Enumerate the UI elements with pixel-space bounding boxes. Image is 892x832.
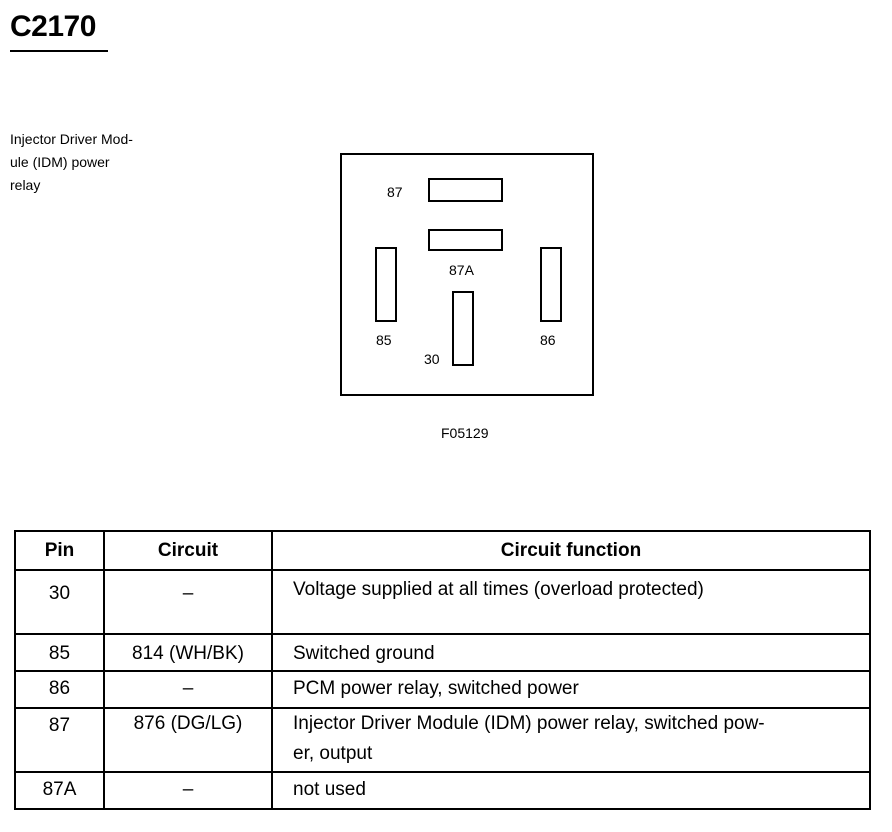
- connector-title: C2170: [10, 10, 96, 43]
- header-circuit-function: Circuit function: [271, 530, 871, 571]
- table-row: 87 876 (DG/LG) Injector Driver Module (I…: [14, 707, 871, 773]
- function-cell: Voltage supplied at all times (overload …: [271, 569, 871, 635]
- table-header-row: Pin Circuit Circuit function: [14, 530, 871, 571]
- table-row: 86 – PCM power relay, switched power: [14, 670, 871, 709]
- circuit-cell: 876 (DG/LG): [103, 707, 273, 773]
- terminal-87a: [428, 229, 503, 251]
- pin-label-86: 86: [540, 332, 556, 348]
- connector-description: Injector Driver Mod- ule (IDM) power rel…: [10, 128, 170, 197]
- description-line: Injector Driver Mod-: [10, 131, 133, 147]
- pin-label-87: 87: [387, 184, 403, 200]
- pin-label-87a: 87A: [449, 262, 474, 278]
- pin-cell: 86: [14, 670, 105, 709]
- function-cell: PCM power relay, switched power: [271, 670, 871, 709]
- table-row: 85 814 (WH/BK) Switched ground: [14, 633, 871, 672]
- circuit-cell: –: [103, 569, 273, 635]
- function-cell: Switched ground: [271, 633, 871, 672]
- relay-connector-diagram: 87 87A 85 86 30: [340, 153, 594, 396]
- title-underline: [10, 50, 108, 52]
- pin-cell: 85: [14, 633, 105, 672]
- pin-cell: 30: [14, 569, 105, 635]
- circuit-cell: 814 (WH/BK): [103, 633, 273, 672]
- pin-label-85: 85: [376, 332, 392, 348]
- description-line: ule (IDM) power: [10, 154, 110, 170]
- header-circuit: Circuit: [103, 530, 273, 571]
- table-row: 87A – not used: [14, 771, 871, 810]
- function-cell: not used: [271, 771, 871, 810]
- pin-table: Pin Circuit Circuit function 30 – Voltag…: [14, 530, 871, 810]
- terminal-30: [452, 291, 474, 366]
- table-row: 30 – Voltage supplied at all times (over…: [14, 569, 871, 635]
- circuit-cell: –: [103, 771, 273, 810]
- figure-id: F05129: [441, 425, 489, 441]
- terminal-86: [540, 247, 562, 322]
- pin-cell: 87A: [14, 771, 105, 810]
- description-line: relay: [10, 177, 41, 193]
- function-cell: Injector Driver Module (IDM) power relay…: [271, 707, 871, 773]
- terminal-85: [375, 247, 397, 322]
- pin-cell: 87: [14, 707, 105, 773]
- circuit-cell: –: [103, 670, 273, 709]
- header-pin: Pin: [14, 530, 105, 571]
- pin-label-30: 30: [424, 351, 440, 367]
- terminal-87: [428, 178, 503, 202]
